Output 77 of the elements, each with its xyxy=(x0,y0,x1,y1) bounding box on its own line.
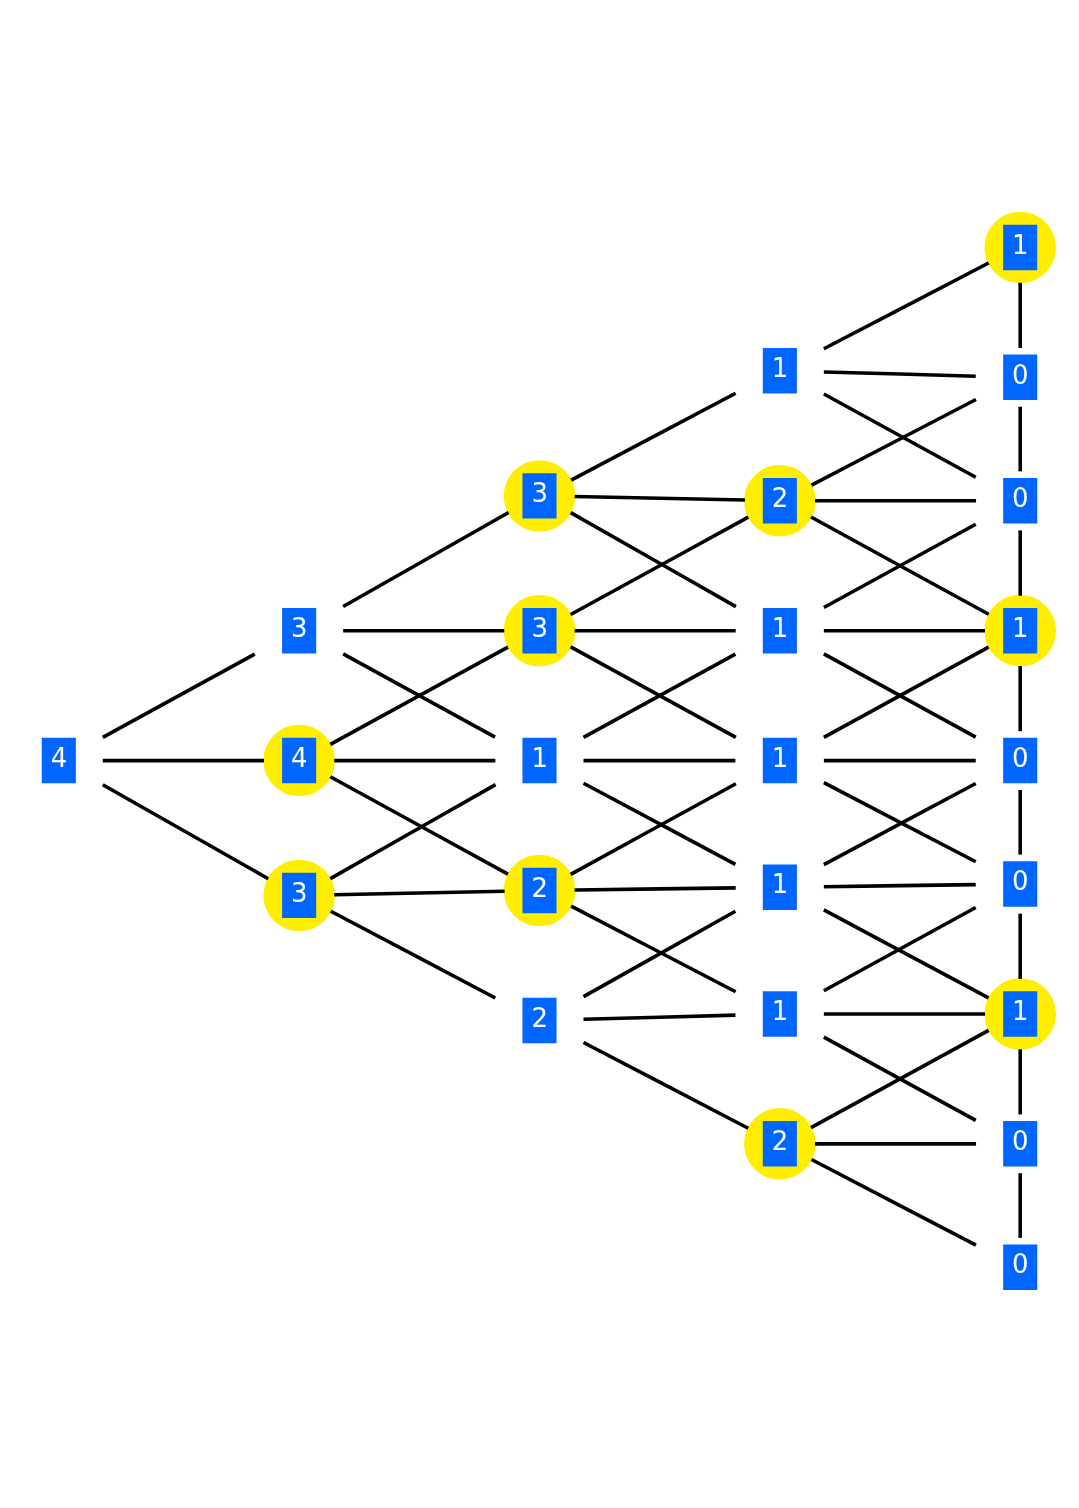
node-box: 0 xyxy=(1003,477,1038,523)
connector xyxy=(329,774,509,876)
connector xyxy=(569,644,737,739)
connector xyxy=(582,1040,750,1130)
connector xyxy=(1018,789,1022,855)
node-box: 1 xyxy=(762,737,797,783)
node-box: 0 xyxy=(1003,354,1038,400)
connector xyxy=(810,1157,977,1247)
node-box: 0 xyxy=(1003,737,1038,783)
node-box: 0 xyxy=(1003,1120,1038,1167)
connector xyxy=(569,515,750,616)
connector xyxy=(1018,665,1022,731)
connector xyxy=(583,1012,736,1021)
connector xyxy=(329,909,497,1000)
connector xyxy=(823,522,977,609)
connector xyxy=(1018,913,1022,979)
connector xyxy=(334,758,496,762)
connector xyxy=(329,782,497,880)
connector xyxy=(823,1035,977,1122)
connector xyxy=(814,1141,977,1146)
connector xyxy=(102,758,264,762)
connector xyxy=(810,1028,990,1129)
connector xyxy=(1018,1048,1022,1114)
node-box: 2 xyxy=(522,997,557,1043)
connector xyxy=(101,782,270,880)
node-box: 1 xyxy=(762,864,797,910)
node-box: 4 xyxy=(41,737,76,783)
connector xyxy=(582,909,737,998)
node-box: 1 xyxy=(762,990,797,1037)
connector xyxy=(814,498,977,503)
connector xyxy=(583,758,736,762)
connector xyxy=(823,392,977,479)
connector xyxy=(582,781,737,866)
connector xyxy=(342,510,510,608)
connector xyxy=(574,494,745,502)
node-circle: 3 xyxy=(263,859,335,931)
connector xyxy=(329,645,509,746)
connector xyxy=(810,397,977,487)
node-box: 0 xyxy=(1003,860,1038,907)
connector xyxy=(823,882,976,888)
connector xyxy=(574,628,736,632)
connector xyxy=(569,781,737,876)
connector xyxy=(823,1011,985,1016)
connector xyxy=(570,904,737,993)
connector xyxy=(569,510,737,608)
connector xyxy=(823,907,990,999)
connector xyxy=(823,260,990,350)
connector xyxy=(1018,406,1022,471)
connector xyxy=(574,885,736,892)
connector xyxy=(823,905,977,992)
node-circle: 3 xyxy=(503,594,576,666)
connector xyxy=(1018,282,1022,348)
connector xyxy=(101,652,256,739)
node-box: 1 xyxy=(762,607,797,653)
connector xyxy=(810,514,990,616)
node-circle: 3 xyxy=(503,459,576,532)
node-circle: 1 xyxy=(984,977,1056,1050)
node-box: 0 xyxy=(1003,1244,1038,1290)
connector xyxy=(343,628,505,632)
node-box: 1 xyxy=(522,737,557,783)
node-circle: 4 xyxy=(263,724,335,796)
node-circle: 2 xyxy=(744,1107,816,1180)
node-circle: 1 xyxy=(984,594,1056,666)
connector xyxy=(1018,529,1022,596)
connector xyxy=(823,628,985,632)
node-box: 3 xyxy=(282,607,317,653)
connector xyxy=(582,652,737,739)
connector xyxy=(570,391,737,482)
connector xyxy=(823,758,976,762)
node-circle: 2 xyxy=(744,464,816,536)
node-circle: 1 xyxy=(984,211,1056,283)
connector xyxy=(1018,1172,1022,1238)
connector xyxy=(334,888,505,896)
node-circle: 2 xyxy=(503,854,576,926)
connector xyxy=(823,369,976,378)
node-box: 1 xyxy=(762,347,797,394)
connector xyxy=(342,651,496,739)
